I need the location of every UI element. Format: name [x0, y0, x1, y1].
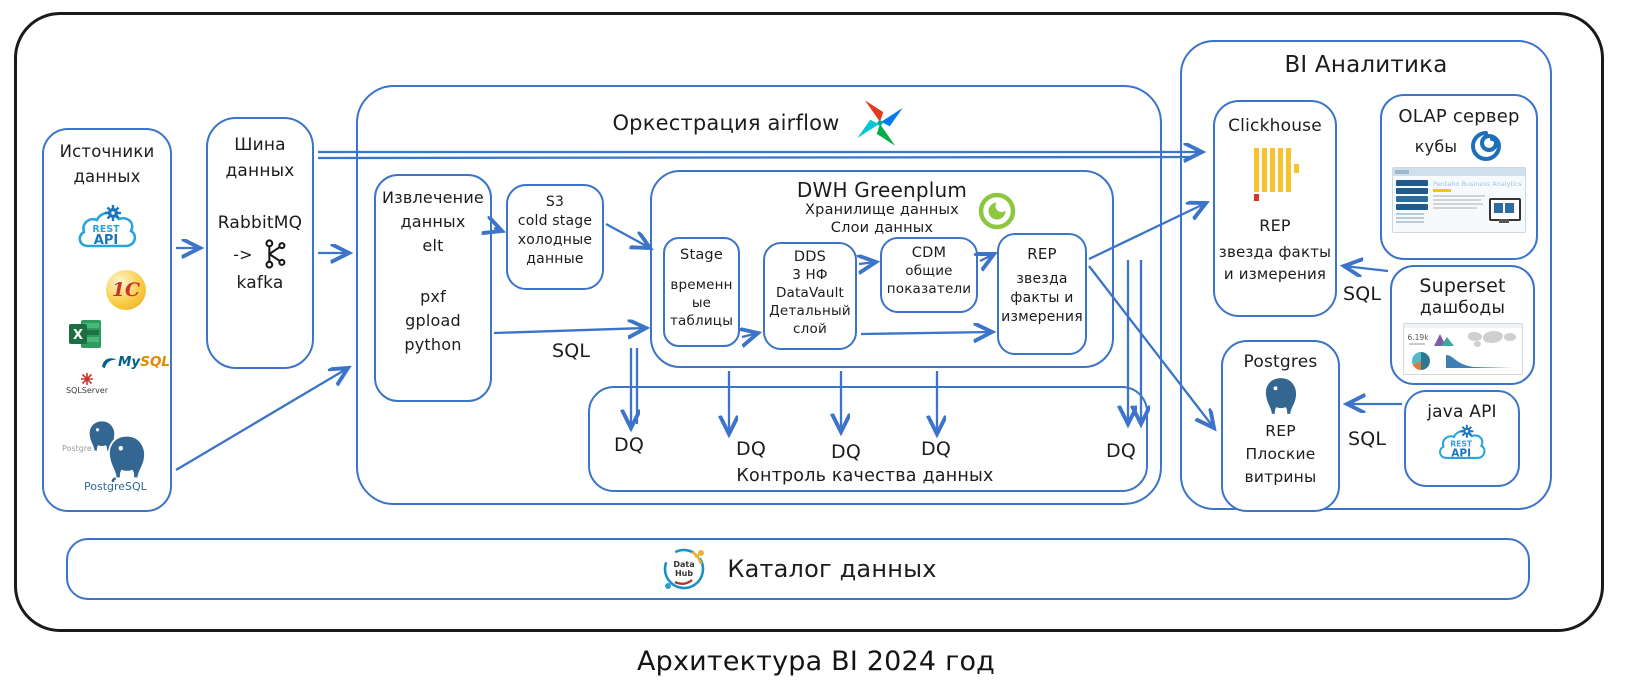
superset-box: Superset дашбоды 6.19k	[1390, 265, 1535, 385]
monitor-icon	[1489, 198, 1521, 221]
excel-letter: X	[73, 328, 83, 343]
java-api-box: java API REST API	[1404, 390, 1520, 487]
rabbitmq-label: RabbitMQ	[217, 213, 303, 233]
dq-label-5: DQ	[1106, 440, 1136, 462]
sqlserver-icon: SQLServer	[66, 372, 108, 395]
gear-icon	[1460, 424, 1474, 438]
rep-box: REP звезда факты и измерения	[997, 233, 1087, 355]
outer-frame	[14, 12, 1604, 632]
pentaho-title: Pentaho Business Analytics	[1433, 180, 1522, 188]
superset-screenshot: 6.19k	[1402, 323, 1523, 375]
arrow-glyph: ->	[233, 244, 253, 264]
dq-box	[588, 386, 1148, 492]
svg-text:REST: REST	[1450, 440, 1473, 449]
sources-title-1: Источники	[59, 142, 155, 161]
airflow-title: Оркестрация airflow	[612, 111, 840, 135]
1c-letter: 1С	[111, 279, 141, 301]
catalog-title: Каталог данных	[727, 555, 937, 583]
sqlserver-label: SQLServer	[65, 386, 109, 395]
mondrian-spiral-icon	[1471, 131, 1502, 161]
clickhouse-icon	[1254, 148, 1299, 201]
dq-label-1: DQ	[614, 434, 644, 456]
s3-box: S3 cold stage холодные данные	[506, 184, 604, 290]
kafka-label: kafka	[236, 273, 284, 293]
svg-text:REST: REST	[92, 224, 120, 235]
data-bus-box: Шина данных RabbitMQ -> kafka	[206, 117, 314, 369]
postgresql-label: PostgreSQL	[84, 480, 147, 493]
svg-text:API: API	[94, 233, 118, 248]
postgre-small-label: Postgre	[62, 444, 92, 453]
svg-text:Hub: Hub	[675, 569, 693, 578]
sql-label-2: SQL	[1343, 283, 1382, 305]
dq-title: Контроль качества данных	[736, 466, 994, 486]
postgres-box: Postgres REP Плоские витрины	[1221, 340, 1340, 512]
mini-histogram	[1445, 355, 1512, 368]
data-catalog-bar: Data Hub Каталог данных	[66, 538, 1530, 600]
extract-box: Извлечение данных elt pxf gpload python	[374, 174, 492, 402]
sql-label-1: SQL	[552, 340, 591, 362]
svg-text:API: API	[1451, 447, 1471, 459]
bus-title-1: Шина	[234, 135, 286, 155]
mini-pie-chart	[1411, 352, 1430, 370]
dq-label-4: DQ	[921, 438, 951, 460]
olap-server-box: OLAP сервер кубы Pentaho Business Analyt…	[1380, 94, 1538, 260]
cdm-box: CDM общие показатели	[880, 237, 978, 313]
1c-icon: 1С	[106, 270, 146, 310]
postgres-elephant-icon	[1263, 376, 1298, 416]
kafka-icon	[265, 239, 286, 269]
dq-label-2: DQ	[736, 438, 766, 460]
bus-title-2: данных	[225, 161, 295, 181]
dq-label-3: DQ	[831, 441, 861, 463]
airflow-icon	[856, 100, 903, 146]
mysql-dolphin-icon	[101, 358, 117, 368]
bi-title: BI Аналитика	[1284, 52, 1448, 78]
gear-icon	[105, 205, 121, 221]
mini-area-chart	[1433, 334, 1454, 346]
postgres-elephant-icon	[108, 434, 146, 482]
greenplum-icon	[978, 192, 1016, 230]
datahub-icon: Data Hub	[664, 548, 705, 590]
clickhouse-box: Clickhouse REP звезда факты и измерения	[1213, 100, 1337, 317]
superset-metric: 6.19k	[1407, 333, 1429, 342]
excel-icon: X	[69, 320, 101, 348]
rest-api-icon: REST API	[1438, 424, 1486, 459]
mini-world-map	[1466, 330, 1518, 348]
dwh-title: DWH Greenplum	[796, 178, 968, 202]
sources-box: Источники данных REST API 1С	[42, 128, 172, 512]
stage-box: Stage временн ые таблицы	[663, 237, 740, 347]
pentaho-screenshot: Pentaho Business Analytics	[1392, 167, 1526, 233]
rest-api-icon: REST API	[78, 205, 137, 248]
sqlserver-star-icon	[80, 373, 93, 385]
postgresql-icons: Postgre PostgreSQL	[62, 418, 162, 498]
svg-text:Data: Data	[674, 560, 695, 569]
dds-box: DDS 3 НФ DataVault Детальный слой	[763, 242, 857, 350]
diagram-caption: Архитектура BI 2024 год	[636, 646, 996, 677]
sources-title-2: данных	[73, 167, 141, 186]
sql-label-3: SQL	[1348, 428, 1387, 450]
